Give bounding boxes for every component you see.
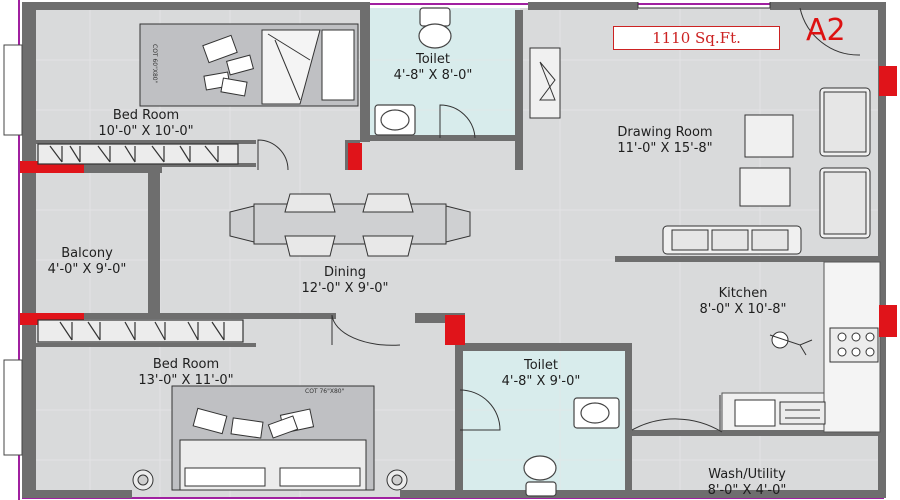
room-name: Bed Room <box>152 357 220 372</box>
room-dims: 13'-0" X 11'-0" <box>138 373 234 388</box>
wardrobes <box>37 143 244 343</box>
kitchen-fixtures <box>734 327 879 427</box>
top-right-door <box>637 2 771 9</box>
room-label-bed1: Bed Room 10'-0" X 10'-0" <box>98 108 193 140</box>
bed1-furniture <box>139 23 359 107</box>
room-name: Wash/Utility <box>708 467 786 482</box>
room-name: Dining <box>324 265 366 280</box>
room-label-kitchen: Kitchen 8'-0" X 10'-8" <box>699 286 786 318</box>
room-name: Toilet <box>523 358 558 373</box>
toilet2-fixtures <box>523 397 620 497</box>
room-label-balcony: Balcony 4'-0" X 9'-0" <box>48 246 127 278</box>
room-label-toilet2: Toilet 4'-8" X 9'-0" <box>502 358 581 390</box>
room-name: Drawing Room <box>617 125 713 140</box>
room-name: Toilet <box>415 52 450 67</box>
room-name: Bed Room <box>112 108 180 123</box>
cot-label-2: COT 76"X80" <box>305 388 345 395</box>
room-dims: 10'-0" X 10'-0" <box>98 124 194 139</box>
unit-label: A2 <box>806 13 846 48</box>
room-dims: 8'-0" X 4'-0" <box>707 483 787 498</box>
room-label-wash: Wash/Utility 8'-0" X 4'-0" <box>708 467 787 499</box>
room-dims: 12'-0" X 9'-0" <box>301 281 389 296</box>
dining-table <box>229 193 471 257</box>
room-label-toilet1: Toilet 4'-8" X 8'-0" <box>394 52 473 84</box>
room-name: Balcony <box>61 246 113 261</box>
room-label-dining: Dining 12'-0" X 9'-0" <box>301 265 388 297</box>
room-name: Kitchen <box>718 286 768 301</box>
area-label: 1110 Sq.Ft. <box>613 26 780 50</box>
room-label-bed2: Bed Room 13'-0" X 11'-0" <box>138 357 233 389</box>
room-dims: 4'-0" X 9'-0" <box>47 262 127 277</box>
bed2-furniture <box>132 385 408 491</box>
door-swings <box>257 7 861 433</box>
toilet1-fixtures <box>374 7 452 136</box>
cot-label-1: COT 60"X80" <box>151 44 158 84</box>
room-dims: 8'-0" X 10'-8" <box>699 302 787 317</box>
room-dims: 4'-8" X 8'-0" <box>393 68 473 83</box>
side-windows <box>3 44 23 456</box>
drawing-furniture <box>529 47 871 255</box>
room-dims: 4'-8" X 9'-0" <box>501 374 581 389</box>
room-label-drawing: Drawing Room 11'-0" X 15'-8" <box>617 125 712 157</box>
room-dims: 11'-0" X 15'-8" <box>617 141 713 156</box>
